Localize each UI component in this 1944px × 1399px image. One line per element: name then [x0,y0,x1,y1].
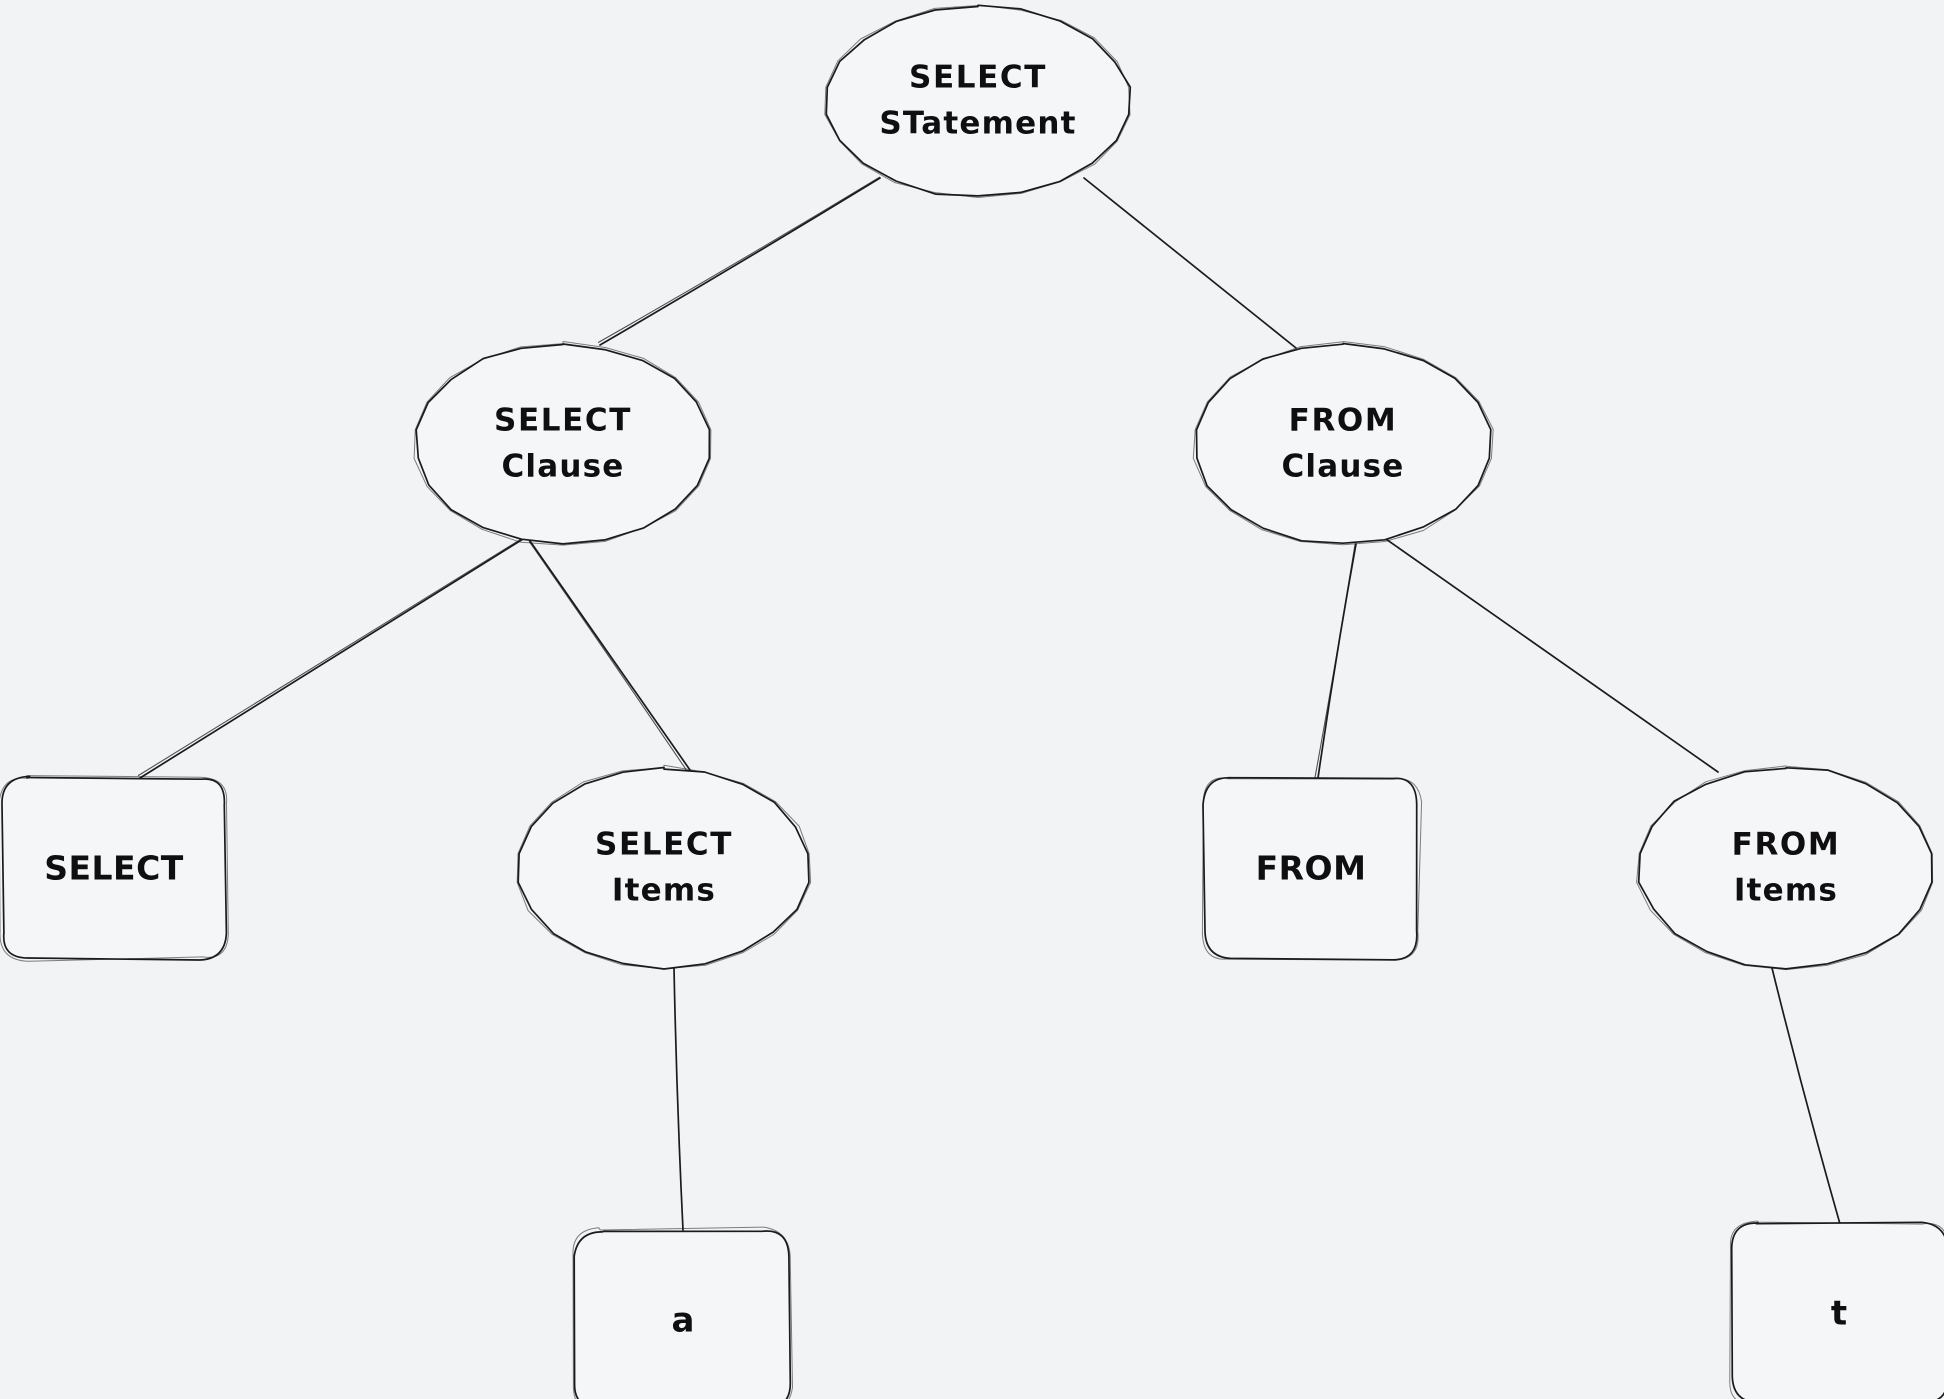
node-label: t [1831,1294,1847,1334]
edge-stroke [673,967,684,1231]
rounded-rect-outline [573,1230,792,1399]
ellipse-outline [1195,342,1492,545]
node-label-line-2: Clause [1281,449,1404,485]
edge-from-clause-from-terminal [1314,543,1357,779]
outline-second-pass [572,1226,793,1399]
edge-stroke [529,540,691,771]
node-label: a [672,1301,695,1341]
edge-stroke [139,538,524,779]
node-label-line-1: FROM [1732,827,1841,863]
edge-stroke [1083,177,1297,349]
outline-second-pass [1729,1220,1944,1399]
edge-from-items-table-t [1771,967,1841,1225]
edge-select-items-column-a [673,967,684,1231]
node-label-line-1: SELECT [909,60,1047,96]
ellipse-outline [415,343,711,545]
edge-root-select-clause [597,176,881,346]
node-select-statement[interactable]: SELECT STatement [824,4,1132,198]
edge-stroke [1317,543,1357,779]
node-table-t[interactable]: t [1729,1220,1944,1399]
edges-layer [137,176,1841,1231]
edge-stroke [1382,536,1719,773]
edge-stroke-secondary [1314,543,1356,779]
node-label-line-1: SELECT [595,827,733,863]
outline-second-pass [1636,765,1934,971]
ellipse-outline [825,4,1132,197]
node-from-items[interactable]: FROM Items [1636,765,1934,971]
rounded-rect-outline [1730,1221,1944,1399]
outline-second-pass [0,775,229,962]
nodes-layer: SELECTSTatementSELECTClauseFROMClauseSEL… [0,4,1944,1399]
node-label-line-2: Items [1734,873,1838,909]
edge-stroke [1771,967,1841,1225]
edge-stroke-secondary [597,176,881,343]
outline-second-pass [1192,341,1494,546]
outline-second-pass [413,341,712,546]
node-label-line-1: SELECT [494,403,632,439]
node-column-a[interactable]: a [572,1226,793,1399]
edge-select-clause-select-terminal [137,537,524,779]
edge-stroke [599,177,881,346]
node-label-line-1: FROM [1289,403,1398,439]
rounded-rect-outline [1202,776,1418,961]
node-select-terminal[interactable]: SELECT [0,775,229,962]
edge-root-from-clause [1083,177,1297,349]
node-select-clause[interactable]: SELECT Clause [413,341,712,546]
outline-second-pass [516,764,812,970]
outline-second-pass [824,4,1131,198]
ellipse-outline [517,766,810,970]
edge-from-clause-from-items [1382,536,1719,773]
node-label-line-2: STatement [879,106,1076,142]
node-from-terminal[interactable]: FROM [1201,776,1423,961]
node-select-items[interactable]: SELECT Items [516,764,812,970]
edge-stroke-secondary [137,537,524,777]
ellipse-outline [1637,766,1933,970]
node-from-clause[interactable]: FROM Clause [1192,341,1494,546]
node-label-line-2: Items [612,873,716,909]
outline-second-pass [1201,777,1423,961]
node-label: FROM [1256,849,1367,888]
edge-select-clause-select-items [528,540,691,773]
edge-stroke-secondary [528,540,689,773]
node-label-line-2: Clause [501,449,624,485]
node-label: SELECT [44,849,184,888]
